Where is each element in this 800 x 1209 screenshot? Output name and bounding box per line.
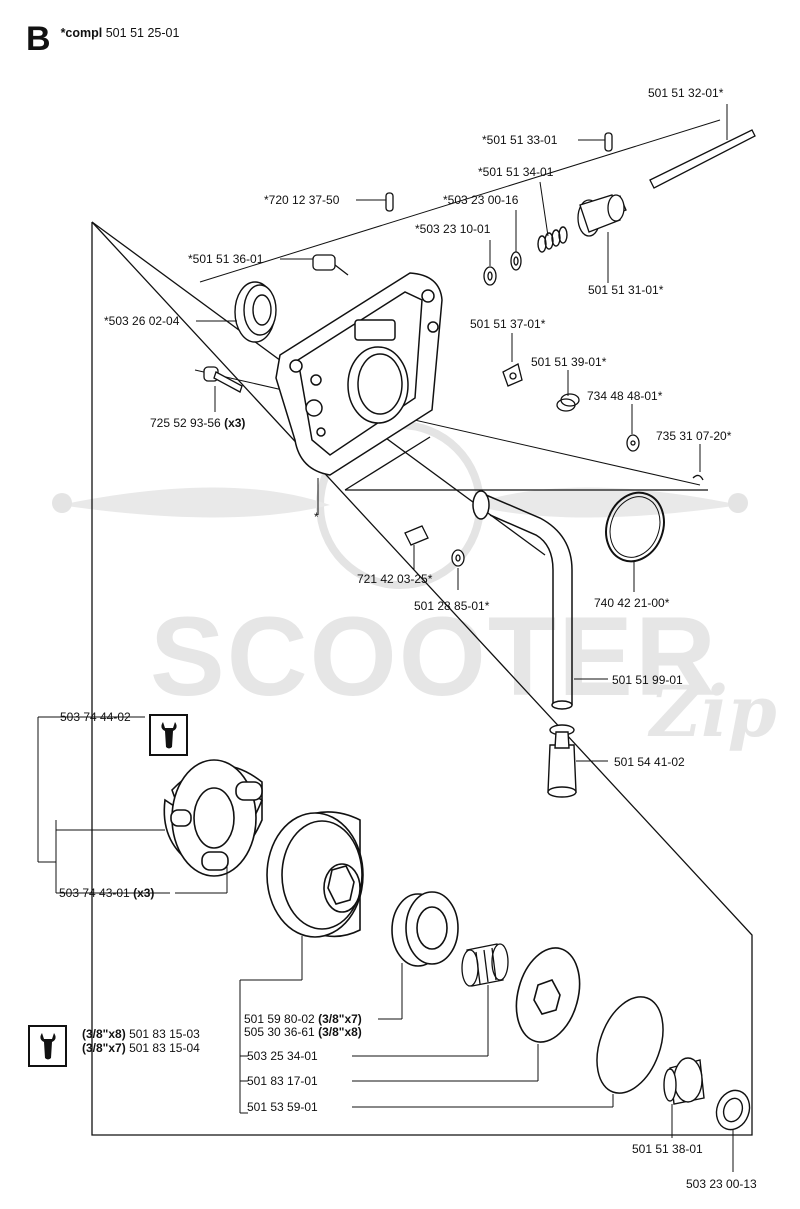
part-label: 501 28 85-01* xyxy=(414,599,490,613)
clutch-assembly xyxy=(163,759,263,877)
part-label: 503 74 44-02 xyxy=(60,710,131,724)
worm-gear xyxy=(577,194,625,237)
part-label-with-qty: 503 74 43-01 (x3) xyxy=(59,886,155,900)
spindle-nut xyxy=(663,1057,705,1105)
part-label: *501 51 33-01 xyxy=(482,133,558,147)
oil-filter xyxy=(547,724,577,798)
part-label-with-qty: 725 52 93-56 (x3) xyxy=(150,416,246,430)
part-label: 501 51 39-01* xyxy=(531,355,607,369)
tool-wrench-box xyxy=(28,1025,67,1067)
part-label: *501 51 36-01 xyxy=(188,252,264,266)
part-label-with-qty: 501 59 80-02 (3/8"x7) xyxy=(244,1012,362,1026)
part-label: 503 25 34-01 xyxy=(247,1049,318,1063)
part-label: 501 51 37-01* xyxy=(470,317,546,331)
washer-large xyxy=(515,947,581,1043)
tool-wrench-box xyxy=(149,714,188,756)
oil-seal xyxy=(234,281,277,343)
part-label: 503 23 00-13 xyxy=(686,1177,757,1191)
part-label: 721 42 03-25* xyxy=(357,572,433,586)
adjust-screw xyxy=(312,254,349,276)
needle-bearing xyxy=(461,943,509,987)
part-label: 501 51 32-01* xyxy=(648,86,724,100)
wrench-icon xyxy=(39,1033,56,1060)
tool-label: (3/8"x7) 501 83 15-04 xyxy=(82,1041,200,1055)
rim-sprocket xyxy=(391,891,459,967)
part-label: *503 26 02-04 xyxy=(104,314,180,328)
part-label: 501 54 41-02 xyxy=(614,755,685,769)
watermark-text: SCOOTER xyxy=(150,594,718,719)
part-label: 734 48 48-01* xyxy=(587,389,663,403)
complete-assembly-number: *compl 501 51 25-01 xyxy=(60,26,180,40)
part-label: *720 12 37-50 xyxy=(264,193,340,207)
part-label-with-qty: 505 30 36-61 (3/8"x8) xyxy=(244,1025,362,1039)
part-label: 501 53 59-01 xyxy=(247,1100,318,1114)
part-label: 501 51 38-01 xyxy=(632,1142,703,1156)
oil-pipe xyxy=(472,490,573,710)
section-header: B *compl 501 51 25-01 xyxy=(26,22,179,56)
part-label: 501 83 17-01 xyxy=(247,1074,318,1088)
o-ring xyxy=(605,491,665,563)
pump-housing xyxy=(275,272,443,476)
frame-outline xyxy=(91,221,753,1136)
clutch-drum xyxy=(266,811,364,938)
part-label: 501 51 99-01 xyxy=(612,673,683,687)
bolt xyxy=(203,366,243,393)
part-label: 740 42 21-00* xyxy=(594,596,670,610)
wrench-icon xyxy=(160,722,177,749)
section-letter: B xyxy=(26,20,51,58)
part-label: *501 51 34-01 xyxy=(478,165,554,179)
dot-marker: * xyxy=(314,510,319,524)
leader-lines xyxy=(37,104,734,1172)
washer-thin xyxy=(596,996,664,1094)
part-label: *503 23 10-01 xyxy=(415,222,491,236)
watermark-script: Zip xyxy=(650,670,777,753)
part-label: 501 51 31-01* xyxy=(588,283,664,297)
watermark-emblem xyxy=(52,421,748,589)
tool-label: (3/8"x8) 501 83 15-03 xyxy=(82,1027,200,1041)
part-label: *503 23 00-16 xyxy=(443,193,519,207)
part-label: 735 31 07-20* xyxy=(656,429,732,443)
spring xyxy=(537,226,568,253)
